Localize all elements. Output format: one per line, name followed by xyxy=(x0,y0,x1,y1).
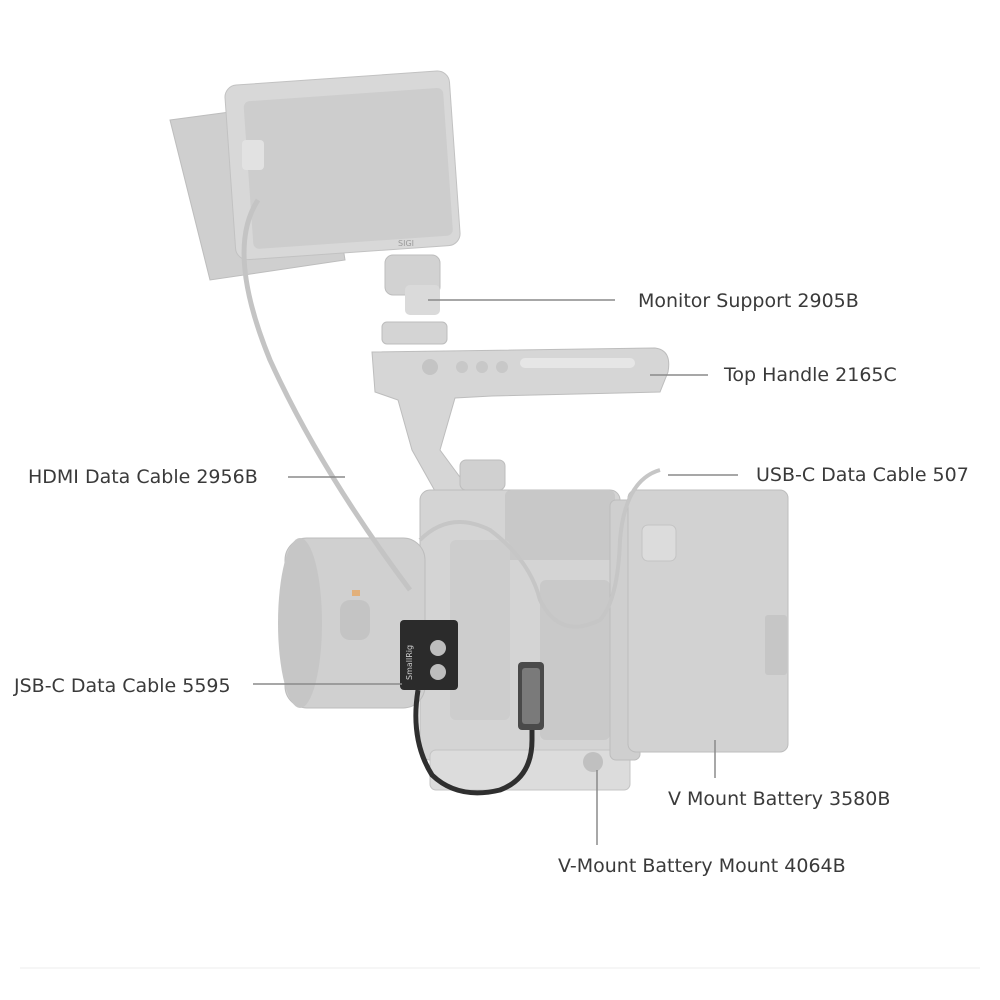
top-handle xyxy=(371,347,670,501)
callout-hdmi-cable: HDMI Data Cable 2956B xyxy=(28,466,258,488)
monitor-badge: SIGI xyxy=(398,239,414,248)
callout-usbc-cable-left: JSB-C Data Cable 5595 xyxy=(14,675,231,697)
hdmi-cable xyxy=(241,198,413,592)
callout-v-mount-battery: V Mount Battery 3580B xyxy=(668,788,891,810)
monitor: SIGI xyxy=(169,70,461,281)
brand-mark: SmallRig xyxy=(405,645,414,680)
callout-battery-mount: V-Mount Battery Mount 4064B xyxy=(558,855,846,877)
callout-top-handle: Top Handle 2165C xyxy=(724,364,897,386)
camera-lens xyxy=(278,537,426,709)
callout-usbc-cable-right: USB-C Data Cable 507 xyxy=(756,464,969,486)
callout-monitor-support: Monitor Support 2905B xyxy=(638,290,859,312)
camera-cage xyxy=(419,489,631,791)
monitor-support xyxy=(381,254,448,345)
usbc-cable-right xyxy=(418,468,661,629)
battery-assembly xyxy=(609,489,789,761)
usbc-adapter: SmallRig xyxy=(400,620,544,796)
leader-lines xyxy=(253,299,738,845)
